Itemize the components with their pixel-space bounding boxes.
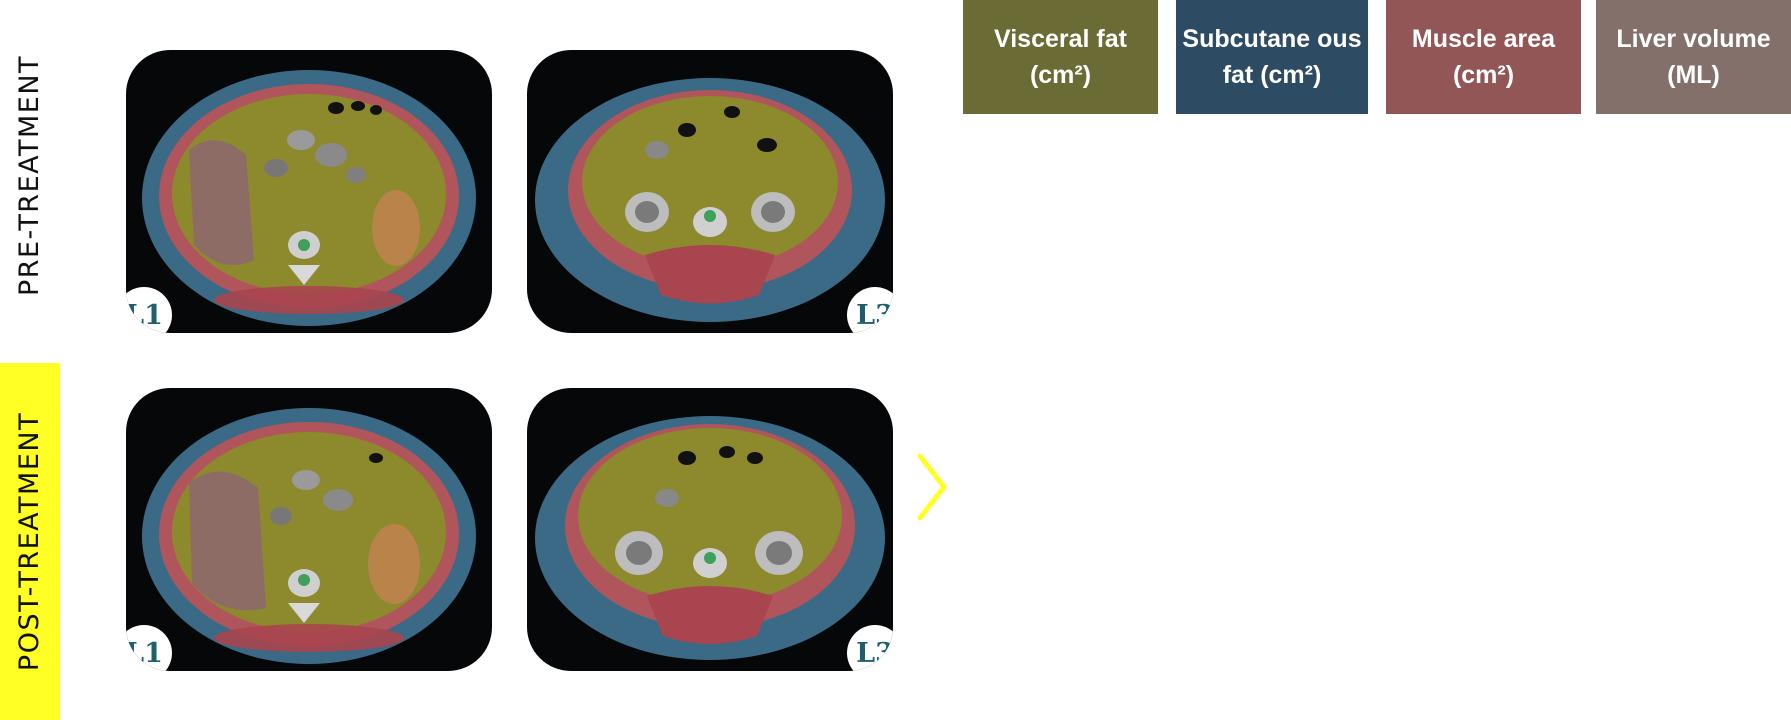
ct-image-post-l1 (142, 408, 476, 664)
ct-image-pre-l3 (535, 78, 885, 322)
legend-liver-volume-label: Liver volume (ML) (1616, 25, 1771, 89)
legend-subcutaneous-fat: Subcutane ous fat (cm²) (1176, 0, 1368, 114)
legend-muscle-area: Muscle area (cm²) (1386, 0, 1581, 114)
scan-post-l1[interactable]: L1 (126, 388, 492, 671)
legend-liver-volume: Liver volume (ML) (1596, 0, 1791, 114)
legend-subcutaneous-fat-label: Subcutane ous fat (cm²) (1182, 25, 1362, 89)
next-arrow-button[interactable] (914, 452, 950, 522)
row-label-pre-treatment: PRE-TREATMENT (0, 30, 60, 320)
post-treatment-text: POST-TREATMENT (14, 411, 46, 672)
ct-image-post-l3 (535, 416, 885, 660)
legend-visceral-fat-label: Visceral fat (cm²) (994, 25, 1127, 89)
row-label-post-treatment: POST-TREATMENT (0, 363, 60, 720)
level-badge-post-l3: L3 (847, 625, 893, 671)
pre-treatment-text: PRE-TREATMENT (14, 54, 46, 296)
chevron-right-icon (917, 453, 947, 521)
scan-post-l3[interactable]: L3 (527, 388, 893, 671)
ct-image-pre-l1 (142, 70, 476, 326)
legend-visceral-fat: Visceral fat (cm²) (963, 0, 1158, 114)
scan-pre-l3[interactable]: L3 (527, 50, 893, 333)
level-badge-post-l1: L1 (126, 625, 172, 671)
scan-pre-l1[interactable]: L1 (126, 50, 492, 333)
level-badge-pre-l3: L3 (847, 287, 893, 333)
legend-muscle-area-label: Muscle area (cm²) (1411, 25, 1556, 89)
